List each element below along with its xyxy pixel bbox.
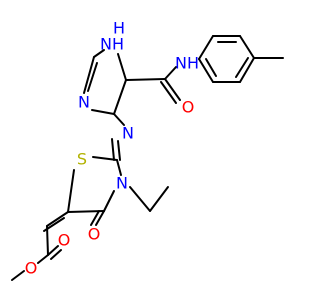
bond-aryl-2 (239, 35, 255, 59)
atom-label-imine-n: N (122, 124, 134, 143)
bond-aryl-inner-2 (235, 57, 249, 78)
bond-c2-s (92, 156, 118, 161)
bond-imid-c2-n3 (83, 56, 95, 94)
bond-n3-c4 (103, 190, 115, 212)
bond-o-methyl (11, 270, 25, 281)
bond-imine-c2 (117, 140, 121, 161)
atom-label-ester-carbonyl-o: O (58, 231, 71, 250)
bond-n-ethyl-ch2 (129, 186, 151, 212)
bond-c4-o (95, 210, 105, 226)
bond-ethyl-ch3 (149, 186, 169, 212)
bond-aryl-inner-3 (205, 58, 217, 77)
bond-aryl-5 (198, 58, 214, 83)
atom-label-imidazole-nh-n: NH (100, 35, 124, 54)
atom-label-ester-o: O (25, 259, 38, 278)
bond-carbonyl-nh (164, 66, 177, 80)
bond-ester-c-o-carbonyl (47, 245, 59, 256)
bond-imid-c2-n1 (93, 49, 105, 58)
atom-label-ketone-o: O (88, 225, 101, 244)
bond-ester-c-o (37, 254, 49, 264)
bond-aryl-3 (239, 57, 255, 83)
bond-imid-c2-n3-double (87, 62, 98, 92)
bond-imid-n3-c4 (91, 109, 115, 115)
bond-c5-carbonyl-c (125, 78, 166, 81)
bond-c5-s (67, 169, 75, 213)
atom-label-imidazole-nh-h: H (113, 19, 125, 38)
atom-label-imidazole-n: N (78, 93, 90, 112)
atom-labels-layer: NH H N NH O N S N O O O (25, 19, 199, 278)
bond-ch-ester-c (46, 225, 49, 256)
bonds-layer (11, 35, 284, 281)
bond-carbonyl-o (164, 78, 181, 101)
bond-c4-imine-n (113, 113, 125, 126)
bond-imid-c5-n1 (117, 53, 127, 81)
bond-c4-o-double (90, 210, 100, 226)
molecule-structure-diagram: NH H N NH O N S N O O O (11, 19, 284, 281)
atom-label-thiazolidine-n: N (116, 174, 128, 193)
bond-c2-n3 (116, 159, 122, 176)
bond-imine-c2-double (111, 138, 115, 161)
bond-imid-c4-c5 (113, 79, 127, 115)
bond-carbonyl-o-double (160, 81, 177, 104)
bond-nh-aryl (198, 35, 214, 60)
bond-ester-c-o-carbonyl-double (50, 249, 62, 260)
bond-c5-ch (46, 211, 69, 227)
atom-label-thiazolidine-s: S (77, 150, 87, 169)
atom-label-amide-o: O (182, 98, 195, 117)
atom-label-amide-nh: NH (175, 54, 199, 73)
